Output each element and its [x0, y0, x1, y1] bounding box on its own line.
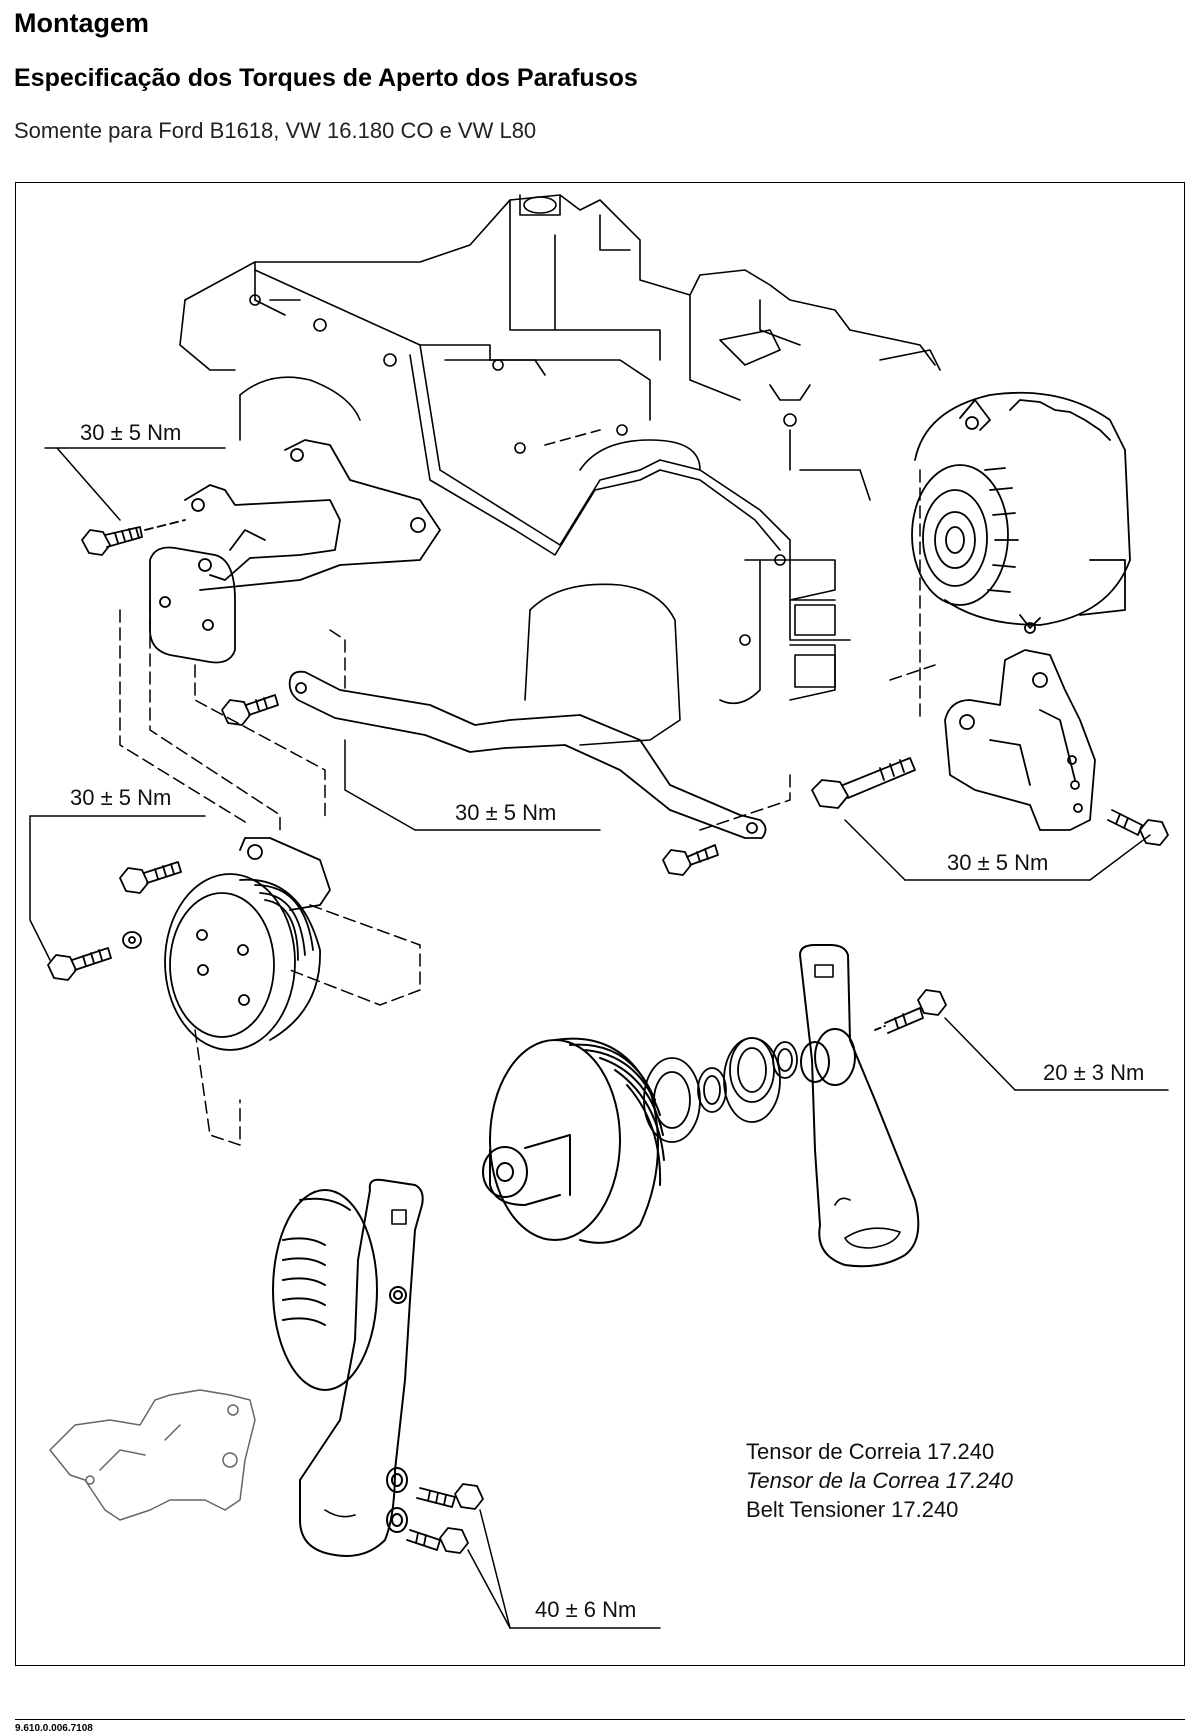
applicability-note: Somente para Ford B1618, VW 16.180 CO e …	[14, 118, 537, 143]
torque-label-tensioner-bolt: 20 ± 3 Nm	[1043, 1060, 1145, 1085]
torque-label-idler: 30 ± 5 Nm	[70, 785, 172, 810]
bolt-idler-lower	[47, 931, 142, 981]
pulley-bracket	[149, 439, 441, 664]
alternator	[911, 391, 1131, 634]
idler-pulley	[164, 837, 331, 1051]
footer-rule	[15, 1719, 1185, 1720]
bearings	[643, 1037, 798, 1143]
assembly-guide-lines	[119, 469, 936, 1146]
bolt-tensioner-20nm	[874, 989, 947, 1034]
legend-portuguese: Tensor de Correia 17.240	[746, 1439, 995, 1464]
torque-label-upper-bracket: 30 ± 5 Nm	[80, 420, 182, 445]
bolt-rod-left	[221, 694, 279, 726]
bolt-idler-upper	[119, 861, 182, 894]
inset-bracket-sketch	[49, 1389, 256, 1521]
torque-leader-lines	[29, 447, 1169, 1629]
diagram-frame	[15, 182, 1185, 1666]
tensioner-arm-right	[799, 944, 920, 1268]
legend-english: Belt Tensioner 17.240	[746, 1497, 959, 1522]
engine-block	[179, 194, 941, 746]
long-bolt	[811, 757, 916, 809]
legend-spanish: Tensor de la Correa 17.240	[746, 1468, 1014, 1493]
page-title: Montagem	[14, 8, 149, 38]
alternator-mount-bracket	[944, 649, 1096, 831]
torque-label-tensioner-arm: 40 ± 6 Nm	[535, 1597, 637, 1622]
torque-label-alternator-bracket: 30 ± 5 Nm	[947, 850, 1049, 875]
part-legend: Tensor de Correia 17.240 Tensor de la Co…	[746, 1437, 1013, 1524]
bolt-right-bracket	[1107, 809, 1169, 846]
tensioner-pulley	[482, 1037, 665, 1244]
torque-label-rod: 30 ± 5 Nm	[455, 800, 557, 825]
tension-rod	[288, 670, 767, 839]
tensioner-arm-left	[272, 1178, 424, 1557]
bolt-rod-right	[662, 844, 719, 876]
bolts-40nm	[406, 1483, 484, 1554]
bolt-top-left	[81, 519, 186, 556]
page-subtitle: Especificação dos Torques de Aperto dos …	[14, 64, 638, 92]
